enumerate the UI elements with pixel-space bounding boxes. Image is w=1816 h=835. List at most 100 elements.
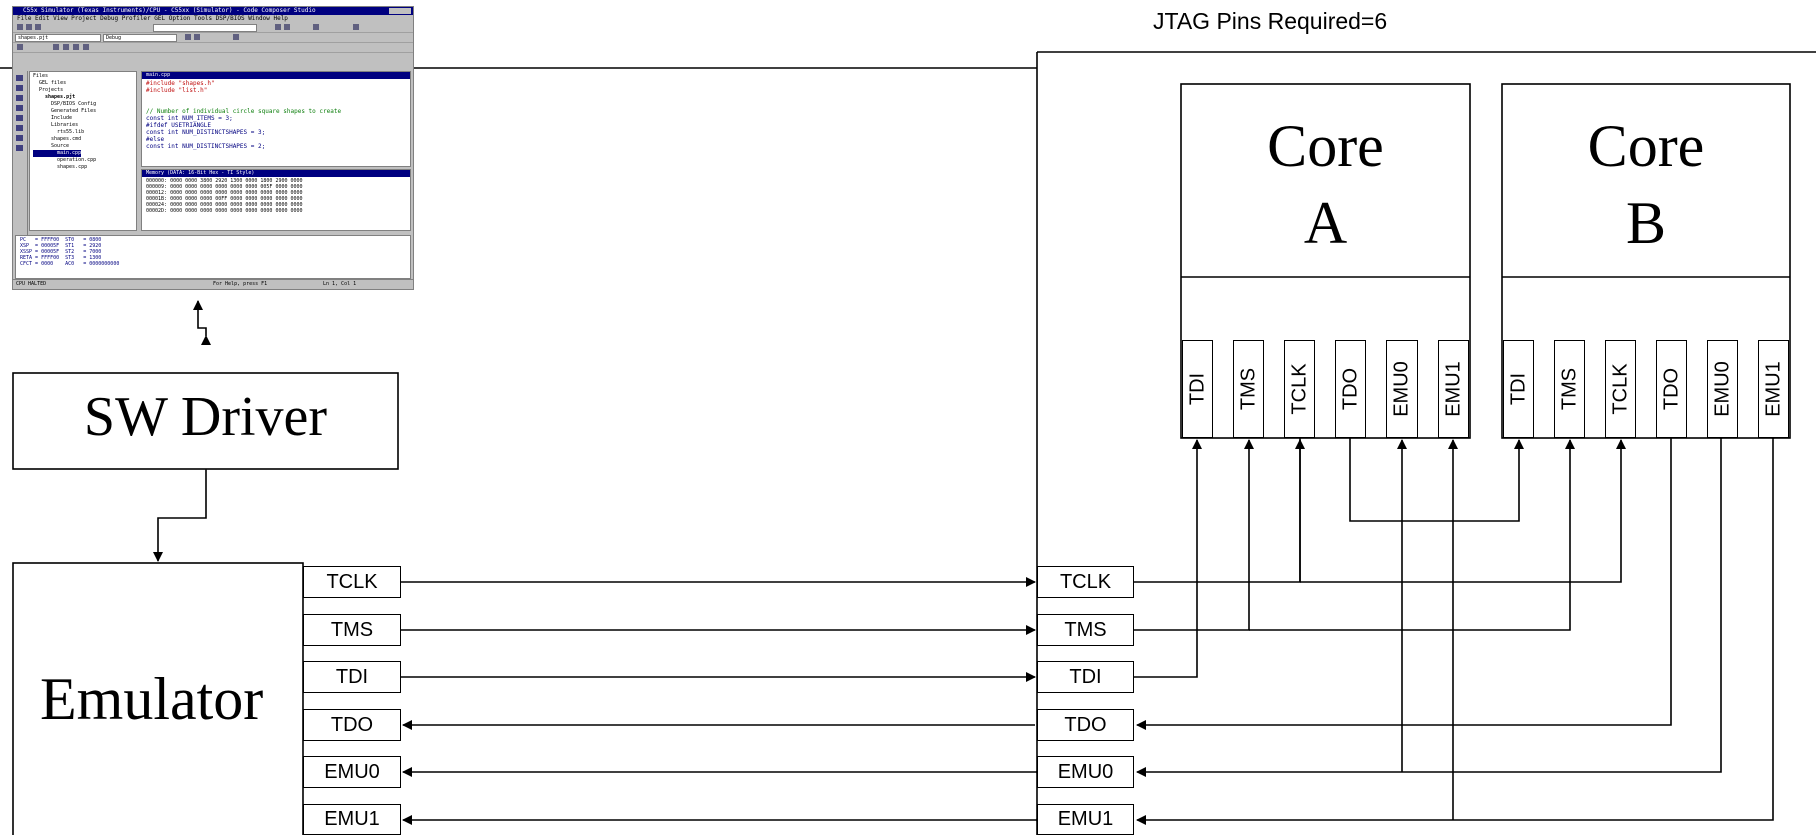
- tree-item: Source: [33, 143, 133, 150]
- jtag-pins-label: JTAG Pins Required=6: [1153, 8, 1387, 35]
- animate-icon: [16, 125, 23, 131]
- ide-toolbar-3: [13, 43, 413, 53]
- target-pin-emu1: EMU1: [1037, 804, 1134, 835]
- target-pin-tclk: TCLK: [1037, 566, 1134, 598]
- core-a-pin-emu0-label: EMU0: [1391, 361, 1414, 417]
- emulator-pin-tms: TMS: [303, 614, 401, 646]
- project-combo: shapes.pjt: [15, 34, 101, 42]
- core-b-pin-tdo-label: TDO: [1660, 368, 1683, 410]
- build-icon: [275, 24, 281, 30]
- ide-driver-connector: [198, 301, 206, 336]
- core-a-title-line1: Core: [1181, 108, 1470, 185]
- tree-item: GEL files: [33, 80, 133, 87]
- sw-driver-label: SW Driver: [13, 385, 398, 449]
- core-a-pin-tdo-label: TDO: [1339, 368, 1362, 410]
- code-line: const int NUM_DISTINCTSHAPES = 2;: [146, 143, 265, 150]
- target-pin-emu0: EMU0: [1037, 756, 1134, 788]
- status-left: CPU HALTED: [16, 280, 46, 289]
- memory-line: 00002D: 0000 0000 0000 0000 0000 0000 00…: [146, 208, 303, 214]
- target-pin-tdi: TDI: [1037, 661, 1134, 693]
- status-mid: For Help, press F1: [213, 280, 267, 289]
- tree-item: shapes.pjt: [33, 94, 133, 101]
- core-a-pin-tms-label: TMS: [1237, 368, 1260, 410]
- memory-text: 000000: 0000 0000 3800 2920 1300 0000 18…: [142, 177, 410, 215]
- project-tree: Files GEL files Projects shapes.pjt DSP/…: [29, 71, 137, 231]
- tool-icon-e: [83, 44, 89, 50]
- emulator-label: Emulator: [40, 665, 263, 734]
- code-editor-window: main.cpp #include "shapes.h" #include "l…: [141, 71, 411, 167]
- net-tms-b: [1249, 440, 1570, 630]
- emulator-pin-tclk: TCLK: [303, 566, 401, 598]
- core-b-pin-tdi: TDI: [1503, 340, 1534, 438]
- core-b-pin-emu0: EMU0: [1707, 340, 1738, 438]
- code-composer-screenshot: C55x Simulator (Texas Instruments)/CPU -…: [12, 6, 414, 290]
- ide-toolbar-2: shapes.pjt Debug: [13, 33, 413, 43]
- core-a-pin-tms: TMS: [1233, 340, 1264, 438]
- code-line: // Number of individual circle square sh…: [146, 108, 341, 115]
- tree-item: Projects: [33, 87, 133, 94]
- memory-view-icon: [16, 145, 23, 151]
- tool-icon-b: [53, 44, 59, 50]
- step-out-icon: [16, 95, 23, 101]
- run-icon: [313, 24, 319, 30]
- code-line: #include "shapes.h": [146, 80, 215, 87]
- core-b-pin-emu0-label: EMU0: [1711, 361, 1734, 417]
- code-window-title: main.cpp: [142, 72, 410, 79]
- code-line: #include "list.h": [146, 87, 207, 94]
- driver-emulator-connector: [158, 470, 206, 561]
- core-b-title: Core B: [1502, 108, 1790, 262]
- emulator-pin-tdo: TDO: [303, 709, 401, 741]
- step-over-icon: [16, 85, 23, 91]
- step-icon: [353, 24, 359, 30]
- tree-item: main.cpp: [33, 150, 81, 157]
- memory-window-title: Memory (DATA: 16-Bit Hex - TI Style): [142, 170, 410, 177]
- code-line: #ifdef USETRIANGLE: [146, 122, 211, 129]
- core-b-pin-tclk: TCLK: [1605, 340, 1636, 438]
- core-b-title-line1: Core: [1502, 108, 1790, 185]
- tool-icon-a: [17, 44, 23, 50]
- open-file-icon: [26, 24, 32, 30]
- net-emu0: [1137, 440, 1721, 772]
- step-into-icon: [16, 75, 23, 81]
- tree-item: shapes.cmd: [33, 136, 133, 143]
- halt-icon: [16, 115, 23, 121]
- core-a-pin-emu1: EMU1: [1438, 340, 1469, 438]
- ide-search-combo: [153, 24, 257, 32]
- ide-titlebar: C55x Simulator (Texas Instruments)/CPU -…: [13, 7, 413, 15]
- net-tdo-chain: [1350, 438, 1519, 521]
- memory-window: Memory (DATA: 16-Bit Hex - TI Style) 000…: [141, 169, 411, 231]
- core-b-pin-tclk-label: TCLK: [1609, 363, 1632, 414]
- memory-icon: [233, 34, 239, 40]
- code-line: const int NUM_DISTINCTSHAPES = 3;: [146, 129, 265, 136]
- register-window: PC = FFFF00 ST0 = 0800 XSP = 00005F ST1 …: [15, 235, 411, 279]
- ide-toolbar-1: [13, 23, 413, 33]
- tree-item: Libraries: [33, 122, 133, 129]
- code-line: const int NUM_ITEMS = 3;: [146, 115, 233, 122]
- watch-icon: [194, 34, 200, 40]
- core-a-title: Core A: [1181, 108, 1470, 262]
- core-b-title-line2: B: [1502, 185, 1790, 262]
- config-combo: Debug: [103, 34, 177, 42]
- net-tdi-a: [1134, 440, 1197, 677]
- run-to-cursor-icon: [16, 105, 23, 111]
- code-text: #include "shapes.h" #include "list.h" //…: [142, 79, 410, 151]
- ide-menubar: File Edit View Project Debug Profiler GE…: [13, 15, 413, 23]
- window-controls-icon: [389, 8, 411, 14]
- status-right: Ln 1, Col 1: [323, 280, 356, 289]
- core-a-pin-tdo: TDO: [1335, 340, 1366, 438]
- core-a-pin-tdi: TDI: [1182, 340, 1213, 438]
- code-line: #else: [146, 136, 164, 143]
- net-tclk-b: [1300, 440, 1621, 582]
- ide-title: C55x Simulator (Texas Instruments)/CPU -…: [23, 7, 316, 14]
- tree-item: Include: [33, 115, 133, 122]
- new-file-icon: [17, 24, 23, 30]
- core-b-pin-tms-label: TMS: [1558, 368, 1581, 410]
- ide-debug-toolbar: [13, 71, 28, 241]
- core-a-pin-tclk-label: TCLK: [1288, 363, 1311, 414]
- save-icon: [35, 24, 41, 30]
- ide-status-bar: CPU HALTED For Help, press F1 Ln 1, Col …: [13, 279, 413, 289]
- tree-item: DSP/BIOS Config: [33, 101, 133, 108]
- emulator-pin-emu0: EMU0: [303, 756, 401, 788]
- core-b-pin-tdo: TDO: [1656, 340, 1687, 438]
